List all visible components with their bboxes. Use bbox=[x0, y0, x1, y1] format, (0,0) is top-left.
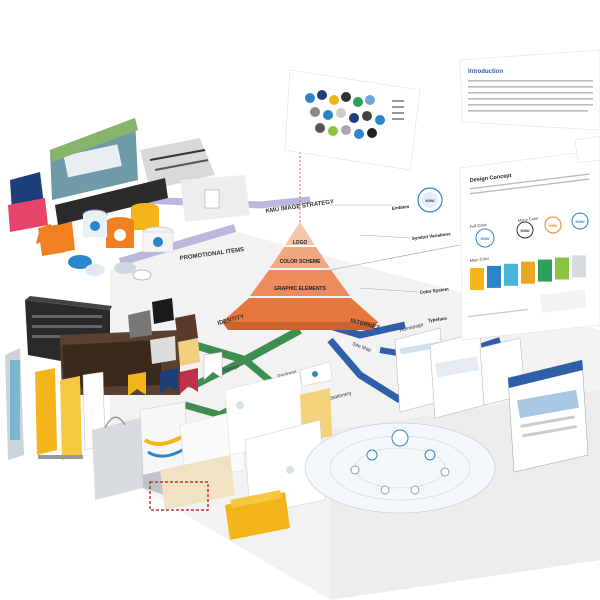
pyramid-tier-color: COLOR SCHEME bbox=[280, 259, 322, 265]
intro-page bbox=[459, 49, 600, 131]
color-swatch bbox=[555, 257, 569, 280]
pyramid-tier-logo: LOGO bbox=[293, 240, 308, 246]
webpage-4 bbox=[507, 359, 589, 473]
label-signage: Signage bbox=[221, 363, 240, 374]
connector-right bbox=[329, 244, 461, 271]
full-color-label: Full Color bbox=[470, 222, 488, 229]
path-sitemap bbox=[327, 337, 402, 403]
mono-color-label: Mono Color bbox=[518, 215, 540, 223]
label-stationery: Stationery bbox=[329, 390, 353, 402]
pyramid-tier-mid bbox=[270, 247, 330, 268]
main-color-label: Main Color bbox=[470, 256, 490, 263]
svg-text:KMU: KMU bbox=[575, 219, 584, 224]
envelope-large bbox=[244, 419, 326, 516]
color-swatch bbox=[487, 265, 501, 288]
svg-text:KMU: KMU bbox=[425, 198, 434, 203]
standing-banner-yellow-1 bbox=[35, 368, 57, 455]
color-swatch bbox=[572, 255, 586, 278]
pyramid-tier-top bbox=[285, 222, 315, 245]
color-swatch bbox=[504, 263, 518, 286]
sitemap-diagram bbox=[304, 422, 496, 514]
color-swatch bbox=[538, 259, 552, 282]
color-system-label: Color System bbox=[420, 286, 449, 294]
label-package: Package bbox=[277, 369, 298, 380]
pyramid-tier-graphic: GRAPHIC ELEMENTS bbox=[274, 286, 326, 292]
typeface-label: Typeface bbox=[428, 316, 448, 323]
color-swatches bbox=[470, 255, 586, 290]
standing-banner-yellow-2 bbox=[60, 376, 82, 460]
pyramid-tier-base bbox=[222, 298, 378, 322]
symbol-variations-label: Symbol Variations bbox=[412, 231, 452, 241]
pyramid-tier-low bbox=[250, 270, 350, 296]
intro-heading: Introduction bbox=[468, 69, 503, 75]
path-promotional-2 bbox=[139, 196, 311, 209]
svg-text:KMU: KMU bbox=[548, 223, 557, 228]
svg-text:KMU: KMU bbox=[480, 236, 489, 241]
emblem-label: Emblem bbox=[392, 204, 410, 211]
color-swatch bbox=[470, 268, 484, 290]
svg-text:KMU: KMU bbox=[520, 228, 529, 233]
airmail-envelope bbox=[149, 481, 209, 511]
design-concept-heading: Design Concept bbox=[470, 173, 512, 184]
color-swatch bbox=[521, 261, 535, 284]
path-promotional bbox=[118, 224, 237, 266]
shopping-bag-gray bbox=[92, 418, 143, 500]
